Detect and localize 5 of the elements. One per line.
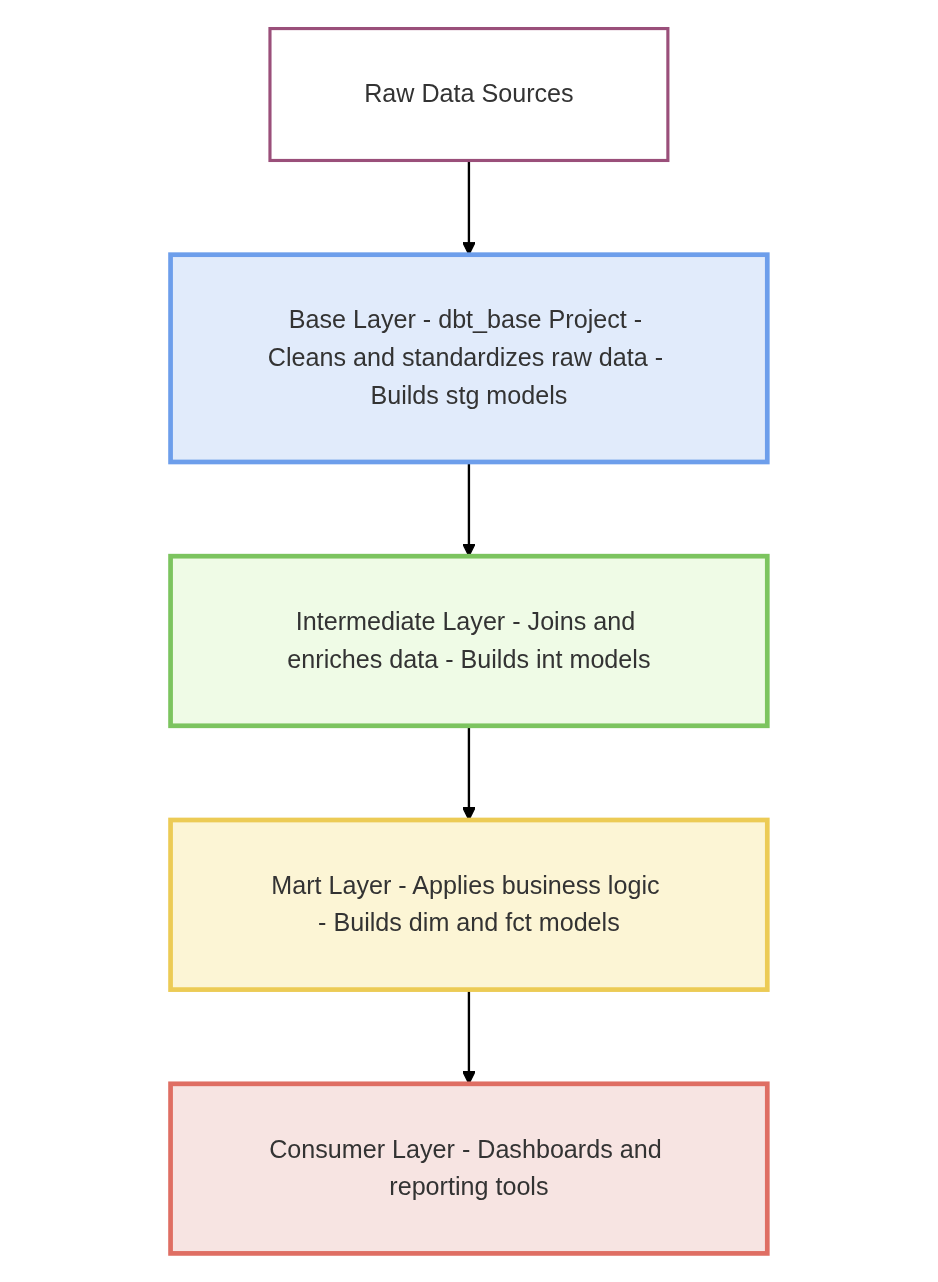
node-box: Mart Layer - Applies business logic - Builds dim and fct models bbox=[168, 817, 770, 992]
node-box: Consumer Layer - Dashboards and reporting tools bbox=[168, 1081, 770, 1256]
node-box: Intermediate Layer - Joins and enriches data - Builds int models bbox=[168, 553, 770, 729]
node-box: Raw Data Sources bbox=[268, 27, 670, 163]
node-box: Base Layer - dbt_base Project - Cleans and standardizes raw data - Builds stg models bbox=[168, 252, 770, 465]
